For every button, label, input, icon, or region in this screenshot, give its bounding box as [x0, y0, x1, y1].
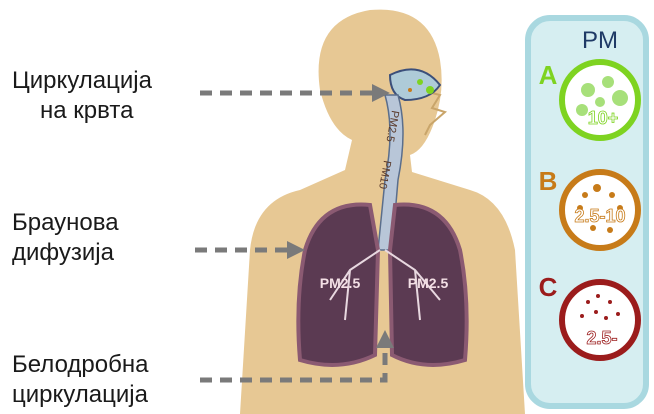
label-blood-circulation-line2: на крвта [12, 96, 152, 126]
label-pulmonary-circulation-line2: циркулација [12, 380, 148, 410]
particle-size-a: 10+ [588, 108, 619, 128]
label-blood-circulation: Циркулација на крвта [12, 66, 152, 126]
particle-size-b: 2.5-10 [574, 206, 625, 226]
particle-letter-b: B [539, 166, 558, 196]
label-blood-circulation-line1: Циркулација [12, 66, 152, 96]
label-brownian-diffusion-line2: дифузија [12, 238, 119, 268]
lung-label-left: PM2.5 [320, 275, 361, 291]
label-pulmonary-circulation: Белодробна циркулација [12, 350, 148, 410]
lung-label-right: PM2.5 [408, 275, 449, 291]
particle-size-c: 2.5- [586, 328, 617, 348]
pm-panel-title: PM [582, 27, 618, 54]
label-brownian-diffusion-line1: Браунова [12, 208, 119, 238]
label-pulmonary-circulation-line1: Белодробна [12, 350, 148, 380]
particle-letter-a: A [539, 60, 558, 90]
label-brownian-diffusion: Браунова дифузија [12, 208, 119, 268]
particle-letter-c: C [539, 272, 558, 302]
